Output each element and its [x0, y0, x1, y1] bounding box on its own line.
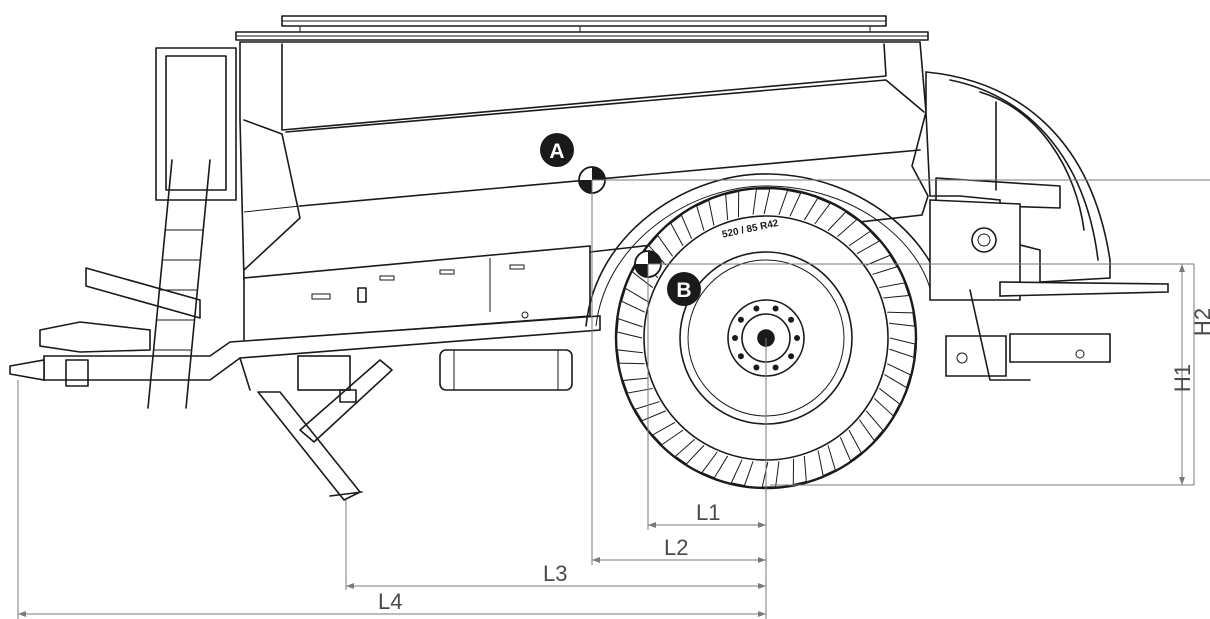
tire-tread-lug	[622, 377, 653, 394]
tire-tread-lug	[839, 429, 862, 462]
marker-b: B	[634, 250, 701, 306]
lug-nut	[788, 353, 795, 360]
ladder-platform	[85, 47, 237, 409]
lug-nut	[772, 305, 779, 312]
lug-nut	[772, 364, 779, 371]
tire-tread-lug	[879, 282, 910, 299]
tire-tread-lug	[616, 349, 645, 365]
support-stand	[257, 359, 393, 501]
tire-tread-lug	[752, 188, 771, 215]
tire-tread-lug	[616, 318, 643, 339]
lug-nut	[753, 305, 760, 312]
dimension-l4-label: L4	[378, 589, 402, 614]
dimension-h1-label: H1	[1170, 364, 1195, 392]
tire-tread-lug	[725, 190, 740, 221]
dimension-l2-label: L2	[664, 535, 688, 560]
spreader-machine: 520 / 85 R42	[9, 15, 1169, 501]
wheel-lug-nuts	[732, 305, 800, 371]
lug-nut	[794, 335, 800, 341]
lug-nut	[732, 335, 738, 341]
lug-nut	[753, 364, 760, 371]
tire-tread-lug	[866, 254, 898, 275]
tire-tread-lug	[730, 459, 754, 487]
tire-tread-lug	[792, 455, 807, 486]
tire-tread-lug	[621, 287, 648, 313]
tire-tread-lug	[848, 230, 881, 255]
marker-b-badge	[667, 272, 701, 306]
tire-tread-lug	[670, 214, 693, 247]
marker-a-badge	[540, 133, 574, 167]
tire-tread-lug	[889, 337, 916, 358]
tire-tread-lug	[761, 461, 780, 488]
fender	[585, 173, 945, 327]
tire-tread-lug	[696, 199, 715, 231]
dimension-l3-label: L3	[543, 561, 567, 586]
lug-nut	[788, 316, 795, 323]
top-rail	[235, 15, 929, 41]
marker-a: A	[540, 133, 606, 194]
tire-tread-lug	[827, 211, 858, 237]
marker-b-label: B	[676, 279, 691, 302]
tire-tread-lug	[884, 363, 911, 389]
fender-inner	[595, 185, 933, 327]
tire-tread-lug	[634, 401, 666, 422]
tire-tread-lug	[858, 410, 884, 442]
rear-spinner-unit	[925, 71, 1169, 381]
marker-a-label: A	[549, 140, 564, 163]
tire-tread-lug	[701, 451, 729, 479]
dimension-lines: L1 L2 L3 L4 H1 H2	[17, 179, 1210, 619]
tire-tread-lug	[778, 189, 802, 217]
lug-nut	[737, 353, 744, 360]
tire-tread-lug	[887, 311, 916, 327]
lug-nut	[737, 316, 744, 323]
tire-tread-lug	[873, 388, 901, 417]
dimension-h2-label: H2	[1190, 308, 1210, 336]
under-tank	[297, 349, 573, 391]
tire-tread-lug	[803, 197, 831, 225]
dimension-l1-label: L1	[696, 500, 720, 525]
tire-tread-lug	[674, 439, 705, 465]
chassis-drawbar	[9, 315, 601, 391]
tire-tread-lug	[651, 421, 684, 446]
tire-tread-lug	[817, 445, 836, 477]
